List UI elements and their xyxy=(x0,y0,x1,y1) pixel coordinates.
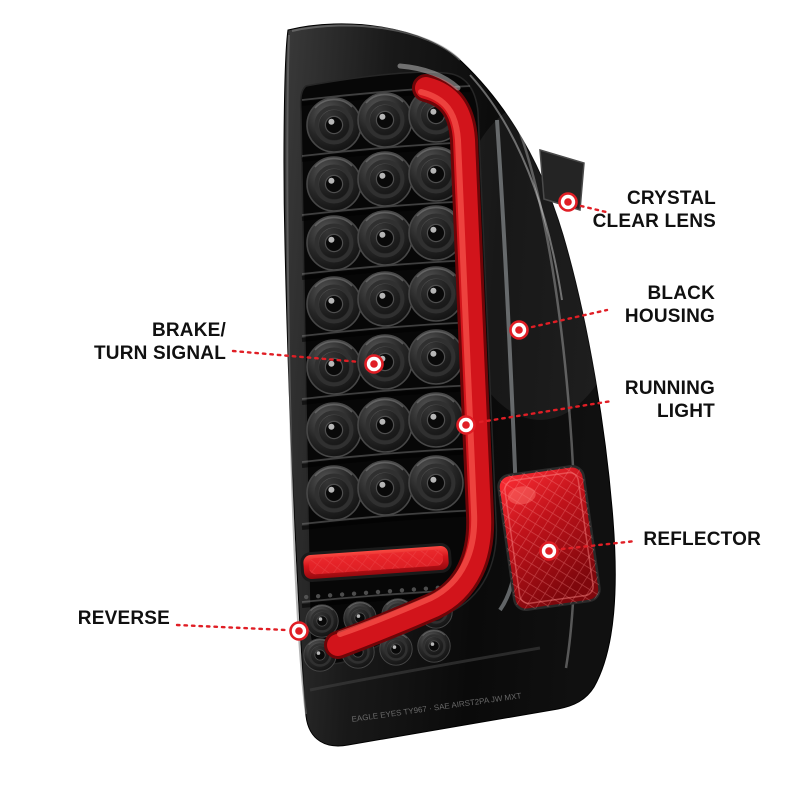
marker-running-light xyxy=(456,415,476,435)
label-line: REFLECTOR xyxy=(643,529,761,550)
line-crystal-clear-lens xyxy=(579,204,608,214)
label-line: REVERSE xyxy=(77,608,170,629)
label-black-housing: BLACK HOUSING xyxy=(625,282,715,328)
label-crystal-clear-lens: CRYSTAL CLEAR LENS xyxy=(593,187,716,233)
label-line: CLEAR LENS xyxy=(592,211,716,232)
label-line: TURN SIGNAL xyxy=(93,343,226,364)
label-line: HOUSING xyxy=(624,306,715,327)
marker-crystal-clear-lens xyxy=(558,192,578,212)
brake-light-strip xyxy=(300,542,452,583)
line-running-light xyxy=(478,399,614,424)
callout-lines xyxy=(175,204,638,632)
label-line: BRAKE/ xyxy=(151,320,226,341)
line-reverse xyxy=(175,623,288,632)
label-running-light: RUNNING LIGHT xyxy=(625,377,715,423)
marker-black-housing xyxy=(509,320,529,340)
label-line: CRYSTAL xyxy=(626,188,716,209)
side-reflector xyxy=(497,464,601,612)
line-brake-turn-signal xyxy=(231,349,362,364)
callout-markers xyxy=(289,192,578,641)
marker-reverse xyxy=(289,621,309,641)
label-line: BLACK xyxy=(647,283,715,304)
line-black-housing xyxy=(530,308,609,329)
label-reverse: REVERSE xyxy=(78,607,170,630)
label-brake-turn-signal: BRAKE/ TURN SIGNAL xyxy=(94,319,226,365)
marker-reflector xyxy=(539,541,559,561)
line-reflector xyxy=(560,539,638,551)
marker-brake-turn-signal xyxy=(364,354,384,374)
label-reflector: REFLECTOR xyxy=(643,528,761,551)
label-line: RUNNING xyxy=(624,378,715,399)
label-line: LIGHT xyxy=(657,401,715,422)
